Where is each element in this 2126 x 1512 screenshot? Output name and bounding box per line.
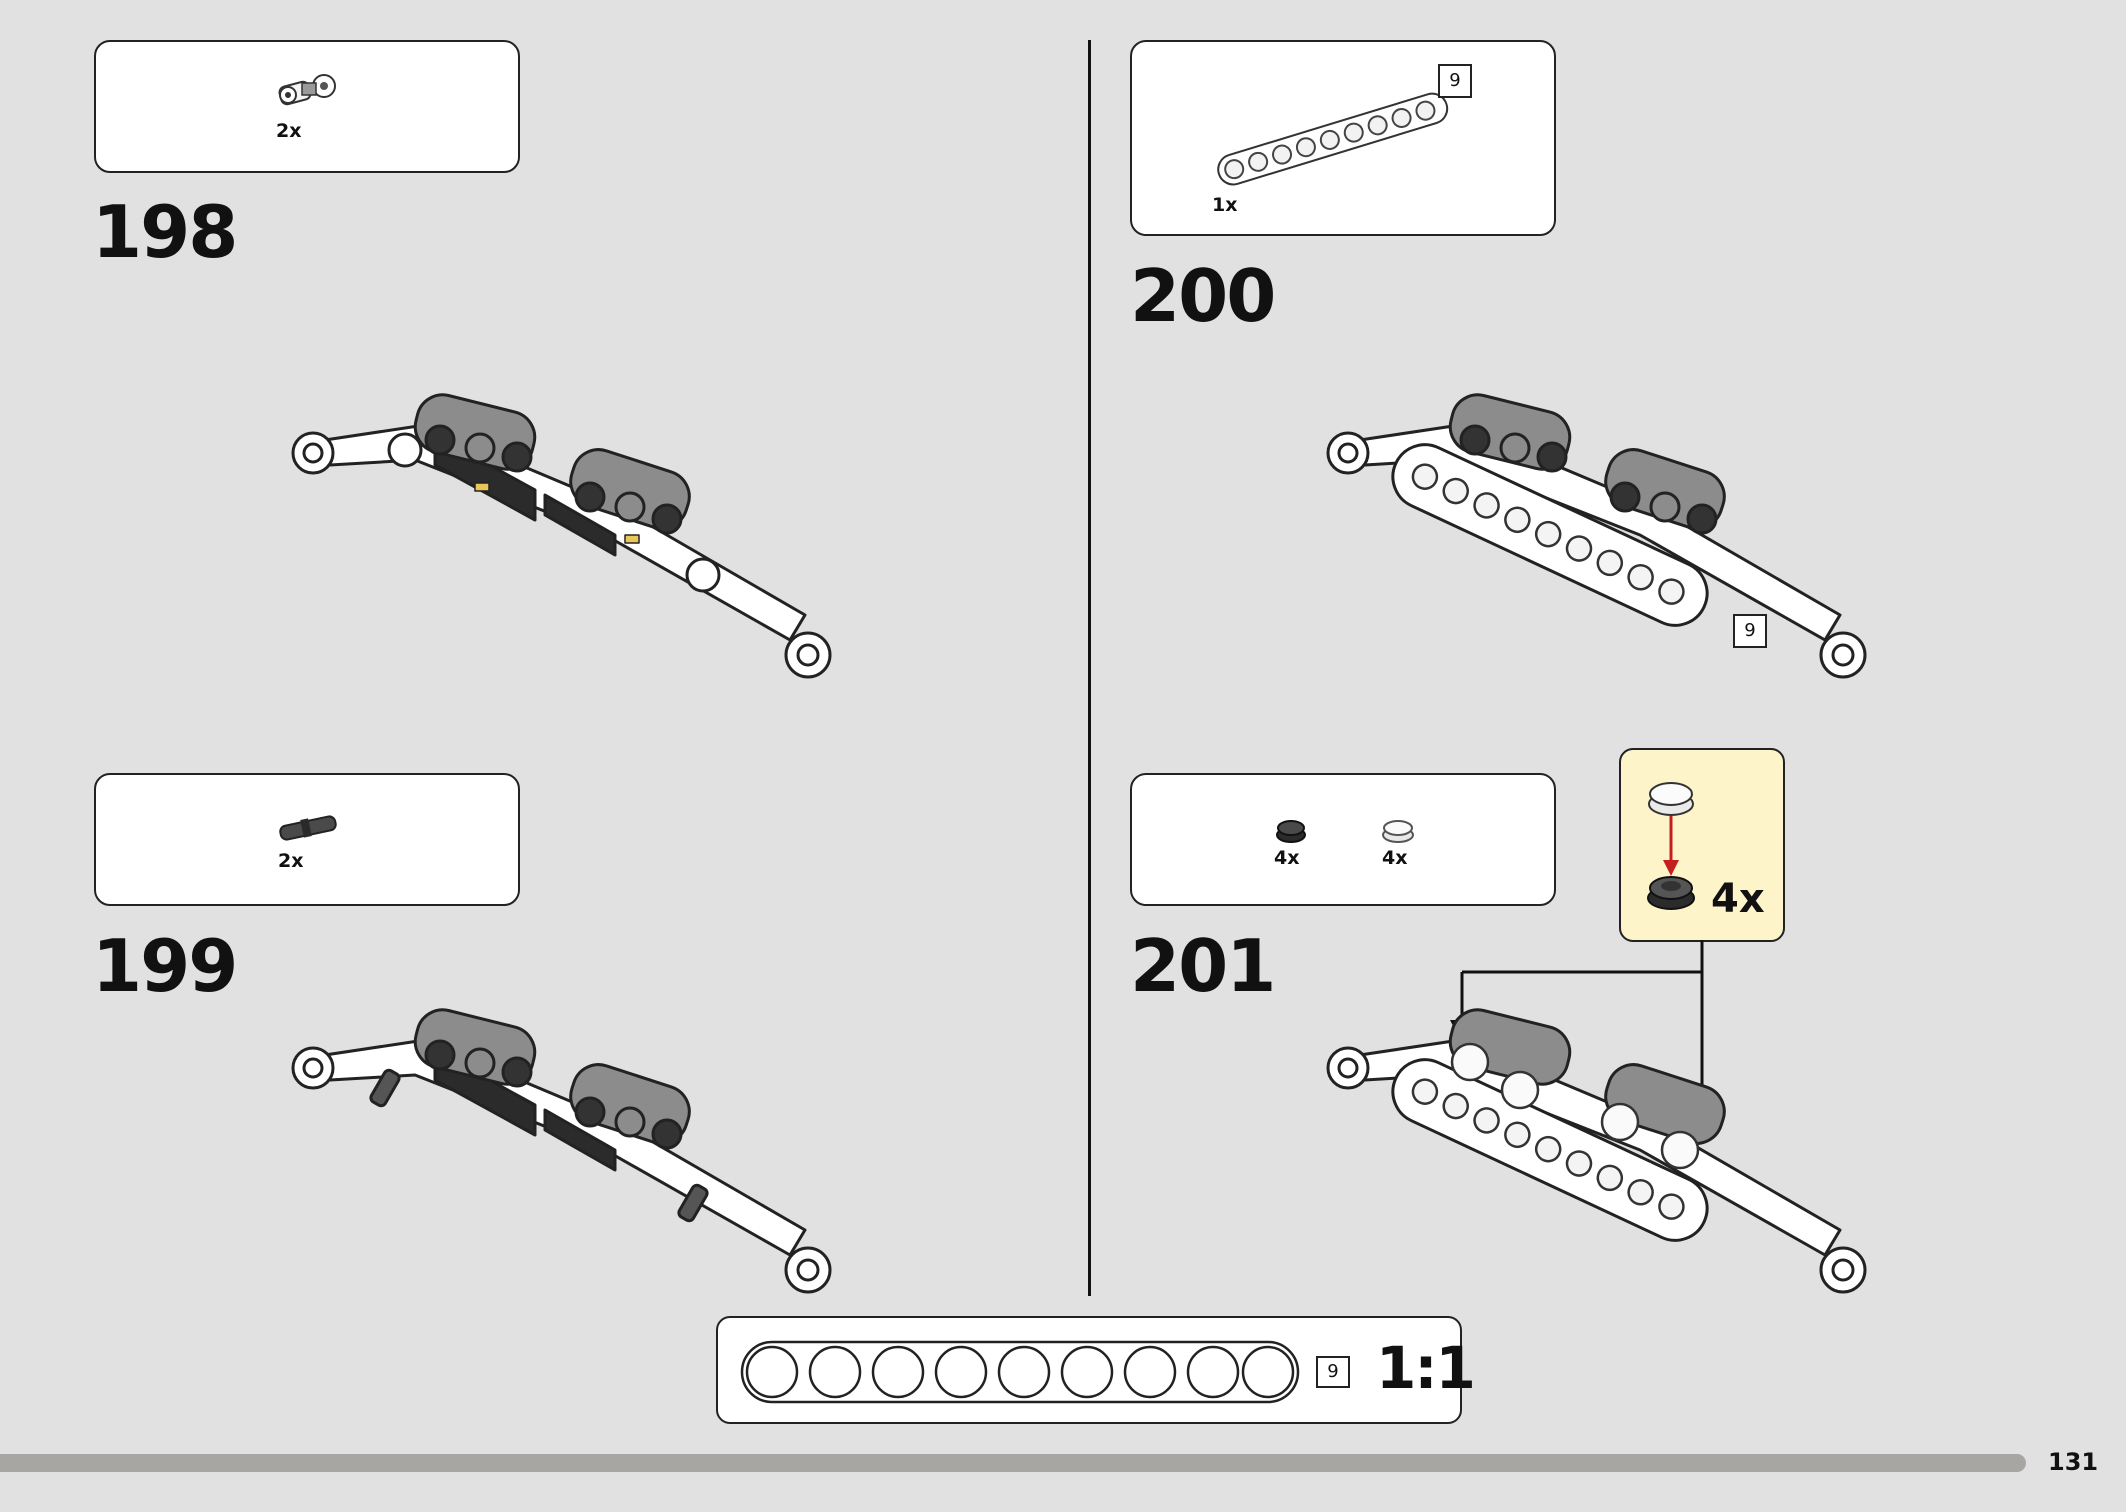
beam-9-actual-size-icon: [740, 1340, 1300, 1404]
axle-connector-icon: [278, 74, 336, 106]
tile-on-round-plate-icon: [1647, 782, 1695, 910]
light-round-tile-icon: [1382, 820, 1414, 843]
page-progress-bar: [0, 1454, 2026, 1472]
part-quantity: 2x: [278, 850, 304, 872]
step-number: 201: [1130, 924, 1276, 1008]
step-200-assembly-illustration: [1326, 393, 1867, 679]
parts-list-step-198: 2x: [94, 40, 520, 173]
step-201-assembly-illustration: [1326, 1008, 1867, 1294]
beam-9-icon: [1217, 92, 1449, 186]
pin-with-axle-icon: [279, 815, 337, 841]
parts-list-step-200: 9 1x: [1130, 40, 1556, 236]
page-divider: [1088, 40, 1091, 1296]
length-badge: 9: [1438, 64, 1472, 98]
parts-list-step-201: 4x 4x: [1130, 773, 1556, 906]
step-199-assembly-illustration: [291, 1008, 832, 1294]
scale-reference-box: 9 1:1: [716, 1316, 1476, 1424]
part-quantity: 1x: [1212, 194, 1238, 216]
step-number: 199: [92, 924, 238, 1008]
sub-assembly-callout: 4x: [1619, 748, 1785, 942]
page-number: 131: [2048, 1448, 2099, 1476]
callout-quantity: 4x: [1711, 876, 1765, 922]
parts-list-step-199: 2x: [94, 773, 520, 906]
step-number: 200: [1130, 254, 1276, 338]
part-quantity: 4x: [1382, 847, 1408, 869]
step-number: 198: [92, 190, 238, 274]
part-quantity: 2x: [276, 120, 302, 142]
length-badge: 9: [1733, 614, 1767, 648]
length-badge: 9: [1316, 1356, 1350, 1388]
step-198-assembly-illustration: [291, 393, 832, 679]
part-quantity: 4x: [1274, 847, 1300, 869]
dark-round-tile-icon: [1276, 820, 1306, 843]
scale-ratio: 1:1: [1376, 1334, 1476, 1402]
